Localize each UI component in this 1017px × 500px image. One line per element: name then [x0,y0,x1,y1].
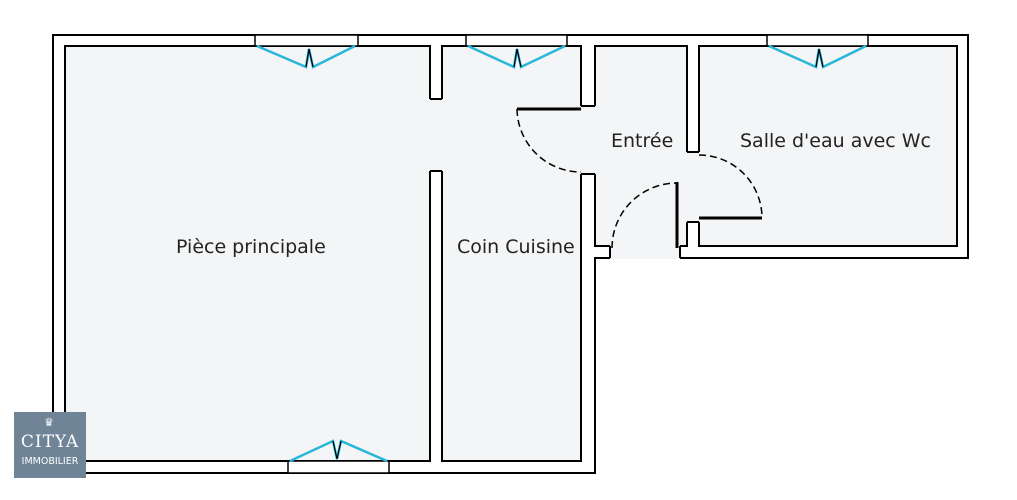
logo-subtitle: IMMOBILIER [21,456,79,467]
window-main-top [254,34,359,69]
bathroom-floor [698,45,958,247]
main-kitchen-opening [429,98,443,172]
entry-front-door [609,182,681,259]
room-label-main: Pièce principale [176,236,326,258]
window-main-bottom [287,439,390,474]
room-label-entry: Entrée [611,130,674,152]
agency-logo: ♛ CITYA IMMOBILIER [14,412,86,478]
room-label-kitchen: Coin Cuisine [457,236,575,258]
entry-floor [594,45,688,247]
room-floors [64,45,958,462]
windows [254,34,869,474]
kitchen-door [516,105,596,175]
room-label-bathroom: Salle d'eau avec Wc [740,130,931,152]
bathroom-door [686,151,763,223]
crest-icon: ♛ [44,417,54,429]
kitchen-floor [441,45,582,462]
window-kitchen-top [465,34,568,69]
main-room-floor [64,45,431,462]
window-bathroom-top [766,34,869,69]
logo-brand: CITYA [20,432,80,452]
